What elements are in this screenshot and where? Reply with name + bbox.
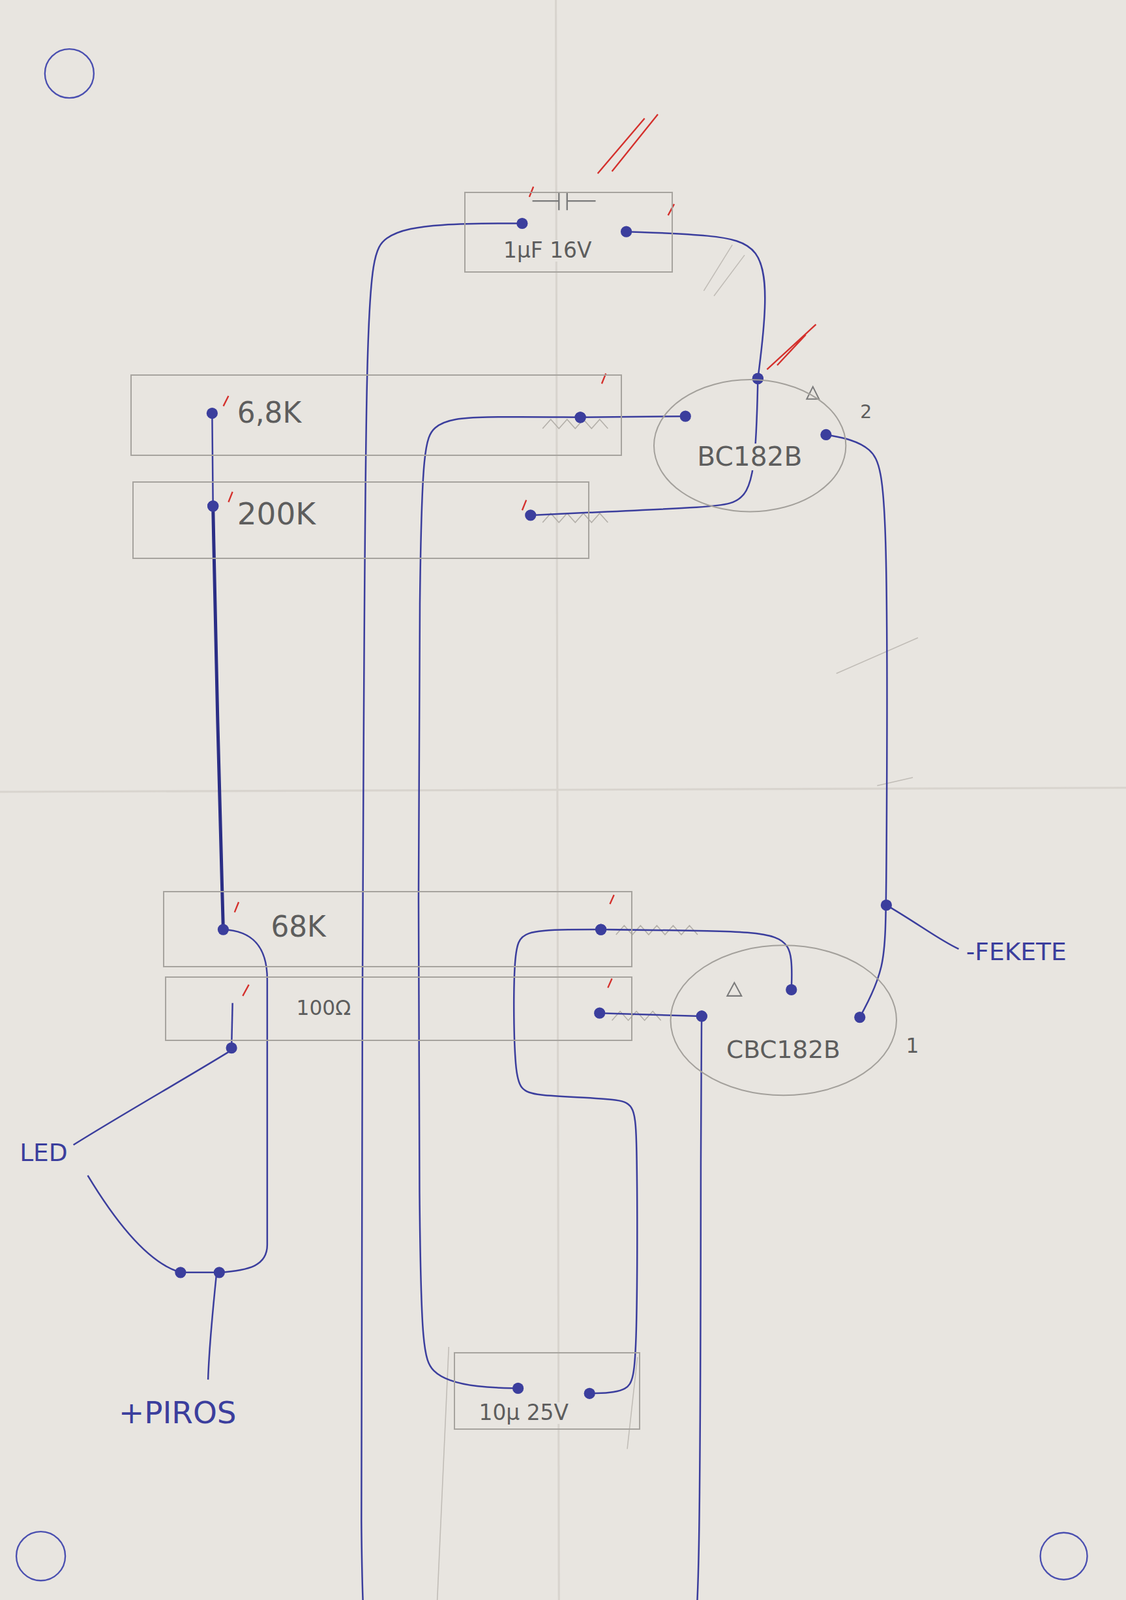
wire [580, 415, 686, 418]
wire [361, 223, 702, 1600]
component-value: CBC182B [725, 1037, 842, 1063]
ellipse-outline [668, 943, 900, 1097]
solder-dot [696, 1009, 708, 1022]
transistor-body [670, 944, 896, 1095]
pencil-scribble [612, 1010, 662, 1020]
solder-dot [854, 1011, 866, 1023]
component-outline: 1µF 16V [464, 191, 674, 273]
solder-dot [752, 372, 764, 385]
punch-hole [44, 48, 94, 98]
leader-line [88, 1174, 178, 1271]
component-outline: 10µ 25V [453, 1351, 641, 1430]
component-value: 200K [236, 498, 317, 530]
wire [219, 929, 268, 1273]
wire [213, 505, 224, 930]
solder-dot [595, 923, 607, 935]
component-outline: 200K [132, 481, 590, 559]
pin-number: 1 [904, 1035, 921, 1056]
solder-dot [820, 429, 832, 441]
solder-dot [680, 410, 692, 422]
solder-dot [575, 411, 587, 423]
component-value: 68K [269, 912, 327, 941]
check-mark [223, 114, 817, 996]
wire [211, 413, 213, 506]
wire [231, 1002, 233, 1048]
solder-dot [595, 923, 607, 935]
solder-dot [584, 1387, 596, 1399]
component-value: 6,8K [236, 398, 303, 428]
wire [418, 416, 581, 1388]
wire [626, 231, 766, 379]
component-outline: 68K [162, 890, 633, 967]
pencil-scribble [433, 244, 919, 1600]
wire-label: -FEKETE [964, 939, 1068, 965]
wire-label: +PIROS [117, 1397, 238, 1428]
leader-line [886, 904, 959, 949]
wire [513, 929, 638, 1393]
solder-dot [207, 500, 219, 512]
pin-number: 2 [858, 402, 874, 422]
wire [601, 929, 793, 990]
solder-dot [593, 1007, 606, 1019]
component-value: 100Ω [295, 997, 353, 1018]
component-outline: 100Ω [164, 976, 632, 1041]
solder-dot [213, 1266, 225, 1278]
wire [599, 1012, 703, 1016]
leader-line [207, 1275, 217, 1379]
solder-dot [217, 923, 229, 935]
transistor-body [653, 379, 846, 512]
punch-hole [1040, 1532, 1088, 1580]
solder-dot [752, 372, 764, 385]
transistor-outline: BC182B [651, 378, 848, 513]
solder-dot [696, 1009, 708, 1022]
pin-marker [806, 386, 819, 400]
punch-hole [16, 1530, 66, 1580]
component-outline: 6,8K [130, 374, 623, 456]
solder-dot [174, 1266, 186, 1278]
wire [826, 434, 888, 1017]
solder-dot [575, 411, 587, 423]
fold-line [0, 787, 1126, 792]
capacitor-symbol [532, 191, 596, 210]
component-value: 1µF 16V [502, 239, 593, 262]
solder-dot [206, 407, 218, 419]
pencil-scribble [542, 419, 608, 429]
solder-dot [516, 217, 528, 229]
solder-dot [225, 1041, 237, 1053]
transistor-outline: CBC182B [668, 943, 900, 1097]
solder-dot [785, 983, 797, 995]
solder-dot [524, 509, 536, 521]
solder-dot [207, 500, 219, 512]
wire [180, 1271, 220, 1274]
component-value: 10µ 25V [477, 1401, 570, 1424]
pin-marker [726, 982, 742, 996]
solder-dot [512, 1382, 524, 1394]
component-value: BC182B [695, 443, 804, 471]
solder-dot [620, 226, 632, 238]
leader-line [73, 1051, 229, 1145]
wire-label: LED [18, 1140, 70, 1166]
